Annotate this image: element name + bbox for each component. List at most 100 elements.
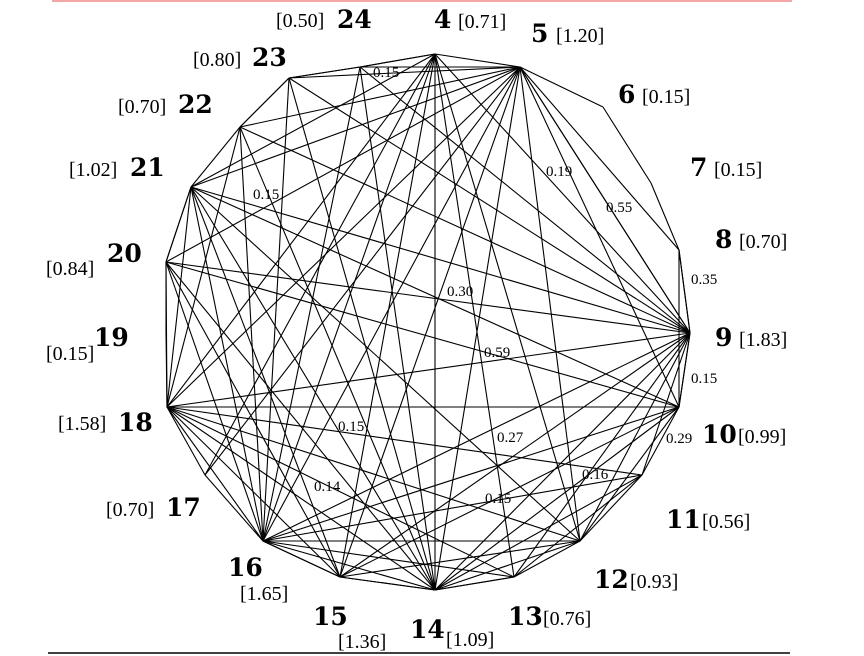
node-19-weight: [0.15] (46, 343, 94, 365)
edge-21-10 (190, 186, 680, 408)
edge-12-10 (579, 406, 680, 542)
edge-4-21 (190, 53, 436, 188)
edge-14-13 (434, 576, 515, 591)
edge-4-12 (434, 53, 581, 542)
edge-weight-label: 0.29 (666, 431, 692, 447)
node-13-weight: [0.76] (543, 608, 591, 630)
node-8-number: 8 (715, 225, 732, 254)
node-5-weight: [1.20] (556, 25, 604, 47)
ring-edge (166, 406, 206, 476)
edge-22-9 (239, 126, 691, 334)
ring-edge (434, 53, 521, 68)
edge-5-17 (204, 66, 521, 476)
node-7-weight: [0.15] (714, 159, 762, 181)
node-19-number: 19 (94, 323, 129, 352)
node-17-number: 17 (166, 493, 201, 522)
edge-22-16 (239, 126, 264, 542)
node-6-number: 6 (618, 80, 635, 109)
edge-16-11 (262, 474, 643, 542)
edge-4-13 (434, 53, 515, 578)
edge-18-15 (166, 406, 341, 578)
edge-weight-label: 0.16 (582, 467, 609, 483)
edge-14-10 (434, 406, 680, 591)
node-12-number: 12 (594, 565, 629, 594)
edge-4-16 (262, 53, 436, 542)
node-4-weight: [0.71] (458, 11, 506, 33)
edge-21-18 (166, 186, 192, 408)
node-10-number: 10 (702, 420, 737, 449)
edge-4-15 (339, 53, 436, 578)
edge-16-10 (262, 406, 680, 542)
ring-edge (519, 66, 604, 108)
edge-weight-label: 0.19 (546, 164, 572, 180)
ring-edge (204, 474, 264, 542)
node-20-number: 20 (107, 239, 142, 268)
node-8-weight: [0.70] (739, 231, 787, 253)
node-16-weight: [1.65] (240, 583, 288, 605)
edge-weight-label: 0.15 (485, 491, 511, 507)
edge-14-15 (339, 576, 436, 591)
edge-23-16 (262, 77, 290, 542)
edge-21-16 (190, 186, 264, 542)
edge-21-14 (190, 186, 436, 591)
node-9-weight: [1.83] (739, 329, 787, 351)
node-11-number: 11 (666, 505, 701, 534)
node-12-weight: [0.93] (630, 571, 678, 593)
edge-23-22 (239, 77, 290, 128)
edge-4-9 (434, 53, 691, 334)
edge-24-16 (262, 66, 361, 542)
edge-8-9 (678, 249, 691, 334)
edge-15-10 (339, 406, 680, 578)
edge-20-10 (165, 261, 680, 408)
edge-5-18 (166, 66, 521, 408)
node-24-weight: [0.50] (276, 10, 324, 32)
node-10-weight: [0.99] (738, 426, 786, 448)
node-14-weight: [1.09] (446, 629, 494, 651)
edge-10-9 (678, 332, 691, 408)
node-11-weight: [0.56] (702, 511, 750, 533)
node-7-number: 7 (690, 153, 707, 182)
edge-16-14 (262, 540, 436, 591)
edge-weight-label: 0.14 (314, 479, 341, 495)
edge-21-15 (190, 186, 341, 578)
ring-edge (650, 182, 680, 251)
edge-5-15 (339, 66, 521, 578)
node-5-number: 5 (531, 19, 548, 48)
edge-18-11 (166, 406, 643, 476)
node-21-weight: [1.02] (69, 159, 117, 181)
edge-weight-label: 0.55 (606, 200, 632, 216)
ring-edge (513, 540, 581, 578)
ring-edge (190, 126, 241, 188)
edge-12-9 (579, 332, 691, 542)
node-23-number: 23 (252, 43, 287, 72)
edge-weight-label: 0.15 (338, 419, 364, 435)
node-16-number: 16 (228, 553, 263, 582)
edge-15-9 (339, 332, 691, 578)
node-14-number: 14 (410, 615, 445, 644)
edge-14-9 (434, 332, 691, 591)
node-20-weight: [0.84] (46, 258, 94, 280)
node-15-number: 15 (313, 602, 348, 631)
edge-20-18 (165, 261, 168, 408)
edge-14-12 (434, 540, 581, 591)
edge-21-12 (190, 186, 581, 542)
edge-5-16 (262, 66, 521, 542)
node-18-weight: [1.58] (58, 413, 106, 435)
edge-18-12 (166, 406, 581, 542)
edge-20-9 (165, 261, 691, 334)
edge-13-11 (513, 474, 643, 578)
edge-weight-label: 0.27 (497, 430, 524, 446)
edge-11-9 (641, 332, 691, 476)
edge-24-14 (359, 66, 436, 591)
node-24-number: 24 (337, 5, 372, 34)
edge-24-9 (359, 66, 691, 334)
edge-24-4 (359, 53, 436, 68)
edge-weight-label: 0.15 (691, 371, 717, 387)
edge-5-23 (288, 66, 521, 79)
edge-15-12 (339, 540, 581, 578)
edge-weight-label: 0.35 (691, 272, 717, 288)
node-13-number: 13 (508, 602, 543, 631)
edge-8-5 (519, 66, 680, 251)
ring-edge (579, 474, 643, 542)
